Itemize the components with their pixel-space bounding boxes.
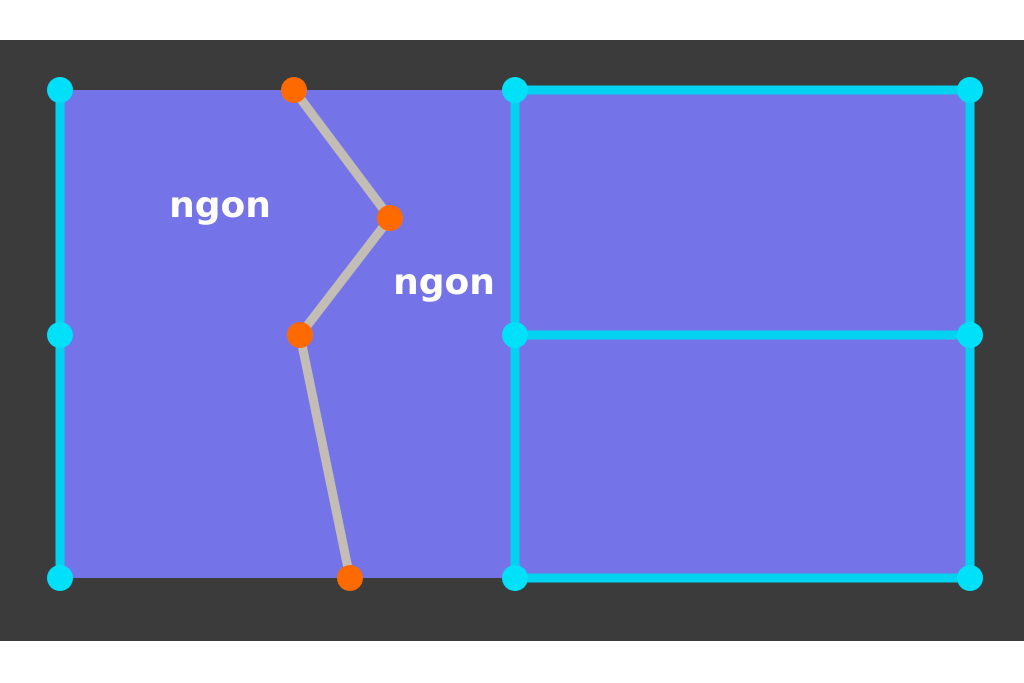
vertex bbox=[502, 565, 528, 591]
ngon-vertex bbox=[377, 205, 403, 231]
ngon-label-left: ngon bbox=[169, 185, 271, 226]
face-top-right bbox=[515, 90, 970, 335]
vertex bbox=[957, 322, 983, 348]
face-bottom-left bbox=[60, 335, 515, 578]
face-top-left bbox=[60, 90, 515, 335]
ngon-vertex bbox=[287, 322, 313, 348]
vertex bbox=[502, 322, 528, 348]
ngon-vertex bbox=[337, 565, 363, 591]
ngon-split-edge bbox=[289, 85, 396, 583]
ngon-vertices bbox=[281, 77, 403, 591]
ngon-label-right: ngon bbox=[393, 262, 495, 303]
face-bottom-right bbox=[515, 335, 970, 578]
vertex bbox=[502, 77, 528, 103]
vertex bbox=[47, 77, 73, 103]
ngon-vertex bbox=[281, 77, 307, 103]
faces bbox=[60, 90, 970, 578]
vertices bbox=[47, 77, 983, 591]
vertex bbox=[957, 565, 983, 591]
vertex bbox=[47, 565, 73, 591]
vertex bbox=[47, 322, 73, 348]
vertex bbox=[957, 77, 983, 103]
